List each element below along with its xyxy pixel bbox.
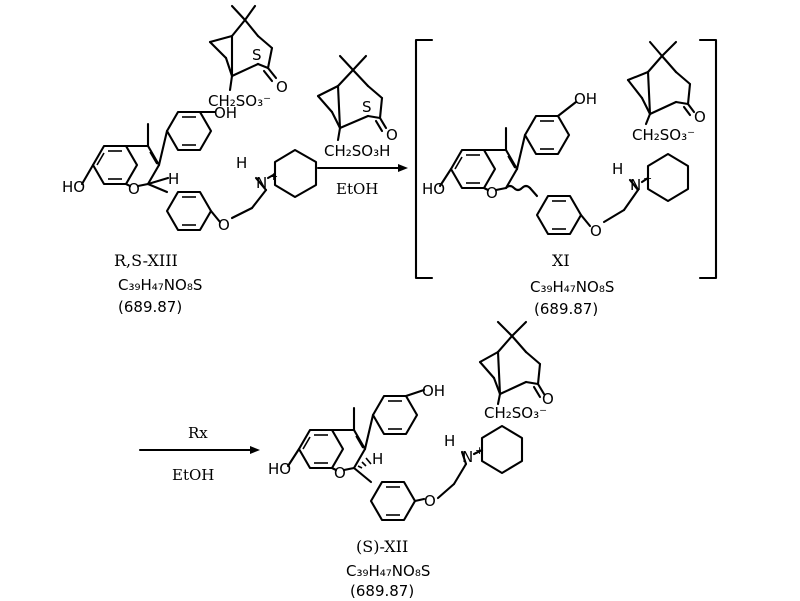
reagent-label: CH₂SO₃H xyxy=(324,142,390,160)
xii-c2-hydrogen: H xyxy=(372,450,383,468)
hydroxyl-label: HO xyxy=(62,178,85,196)
xii-camsylate-label: CH₂SO₃⁻ xyxy=(484,404,547,422)
arrow-head-2 xyxy=(250,446,260,454)
compound-rs-xiii: HO O H OH O H N + xyxy=(62,104,318,234)
reagent-ring-s: S xyxy=(362,98,372,116)
ring-s-label: S xyxy=(252,46,262,64)
mass-rs-xiii: (689.87) xyxy=(118,298,182,316)
xi-camsylate-ketone-o: O xyxy=(694,108,706,126)
xi-ether-oxygen: O xyxy=(590,222,602,240)
camphorsulfonate-counterion-2: O CH₂SO₃⁻ xyxy=(626,40,706,144)
formula-xi: C₃₉H₄₇NO₈S xyxy=(530,278,614,296)
xii-camsylate-ketone-o: O xyxy=(542,390,554,408)
wavy-bond xyxy=(504,184,532,192)
xi-ring-oxygen: O xyxy=(486,184,498,202)
xi-camsylate-label: CH₂SO₃⁻ xyxy=(632,126,695,144)
formula-rs-xiii: C₃₉H₄₇NO₈S xyxy=(118,276,202,294)
mass-xi: (689.87) xyxy=(534,300,598,318)
xii-ring-oxygen: O xyxy=(334,464,346,482)
camsylate-label: CH₂SO₃⁻ xyxy=(208,92,271,110)
xi-phenol-oh: OH xyxy=(574,90,597,108)
camphorsulfonate-counterion-1: S O CH₂SO₃⁻ xyxy=(208,4,288,110)
label-xi: XI xyxy=(552,251,570,270)
c2-hydrogen: H xyxy=(168,170,179,188)
ring-oxygen: O xyxy=(128,180,140,198)
n-hydrogen: H xyxy=(236,154,247,172)
xii-hydroxyl: HO xyxy=(268,460,291,478)
xii-n-hydrogen: H xyxy=(444,432,455,450)
solvent-step1: EtOH xyxy=(336,180,378,198)
xi-hydroxyl: HO xyxy=(422,180,445,198)
mass-s-xii: (689.87) xyxy=(350,582,414,600)
solvent-step2: EtOH xyxy=(172,466,214,484)
compound-s-xii: HO O H OH O H N + xyxy=(268,382,524,522)
xi-ammonium-n: N xyxy=(630,176,641,194)
phenol-oh: OH xyxy=(214,104,237,122)
reagent-ketone-o: O xyxy=(386,126,398,144)
right-bracket xyxy=(698,38,718,280)
ammonium-charge: + xyxy=(269,170,278,183)
xii-ether-oxygen: O xyxy=(424,492,436,510)
arrow-head-1 xyxy=(398,164,408,172)
reagent-step2: Rx xyxy=(188,424,208,442)
left-bracket xyxy=(414,38,434,280)
camphorsulfonic-acid-reagent: S O CH₂SO₃H xyxy=(316,54,398,160)
xi-n-hydrogen: H xyxy=(612,160,623,178)
ketone-oxygen: O xyxy=(276,78,288,96)
label-rs-xiii: R,S-XIII xyxy=(114,251,178,270)
xii-phenol-oh: OH xyxy=(422,382,445,400)
compound-xi: HO O OH O H N + xyxy=(422,90,690,240)
xii-ammonium-n: N xyxy=(462,448,473,466)
formula-s-xii: C₃₉H₄₇NO₈S xyxy=(346,562,430,580)
ether-oxygen: O xyxy=(218,216,230,234)
camphorsulfonate-counterion-3: O CH₂SO₃⁻ xyxy=(478,320,554,422)
ammonium-n: N xyxy=(256,174,267,192)
label-s-xii: (S)-XII xyxy=(356,537,408,556)
